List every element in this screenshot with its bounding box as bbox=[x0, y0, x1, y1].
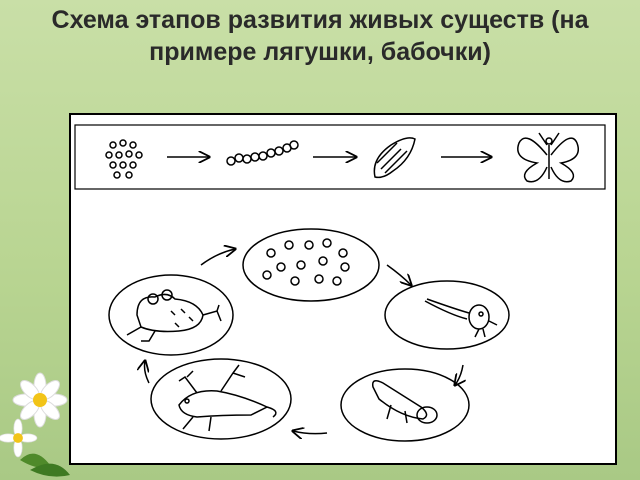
frog-eggs-icon bbox=[242, 228, 380, 302]
life-cycle-diagram bbox=[69, 113, 617, 465]
pupa-icon bbox=[373, 137, 416, 179]
butterfly-icon bbox=[517, 132, 579, 183]
daisy-decoration bbox=[0, 372, 70, 477]
cycle-arrow-icon bbox=[386, 264, 411, 285]
young-frog-icon bbox=[150, 358, 292, 440]
cycle-arrow-icon bbox=[293, 431, 328, 434]
caterpillar-icon bbox=[226, 140, 299, 166]
eggs-icon bbox=[105, 139, 143, 179]
cycle-arrow-icon bbox=[455, 364, 463, 385]
tadpole-with-legs-icon bbox=[340, 368, 470, 442]
butterfly-strip bbox=[74, 124, 606, 190]
tadpole-icon bbox=[384, 280, 510, 350]
diagram-drawing bbox=[74, 124, 606, 442]
adult-frog-icon bbox=[108, 274, 234, 356]
cycle-arrow-icon bbox=[200, 249, 235, 266]
cycle-arrow-icon bbox=[145, 361, 150, 384]
daisy-flower-icon bbox=[0, 372, 70, 477]
slide-title: Схема этапов развития живых существ (на … bbox=[51, 6, 589, 66]
